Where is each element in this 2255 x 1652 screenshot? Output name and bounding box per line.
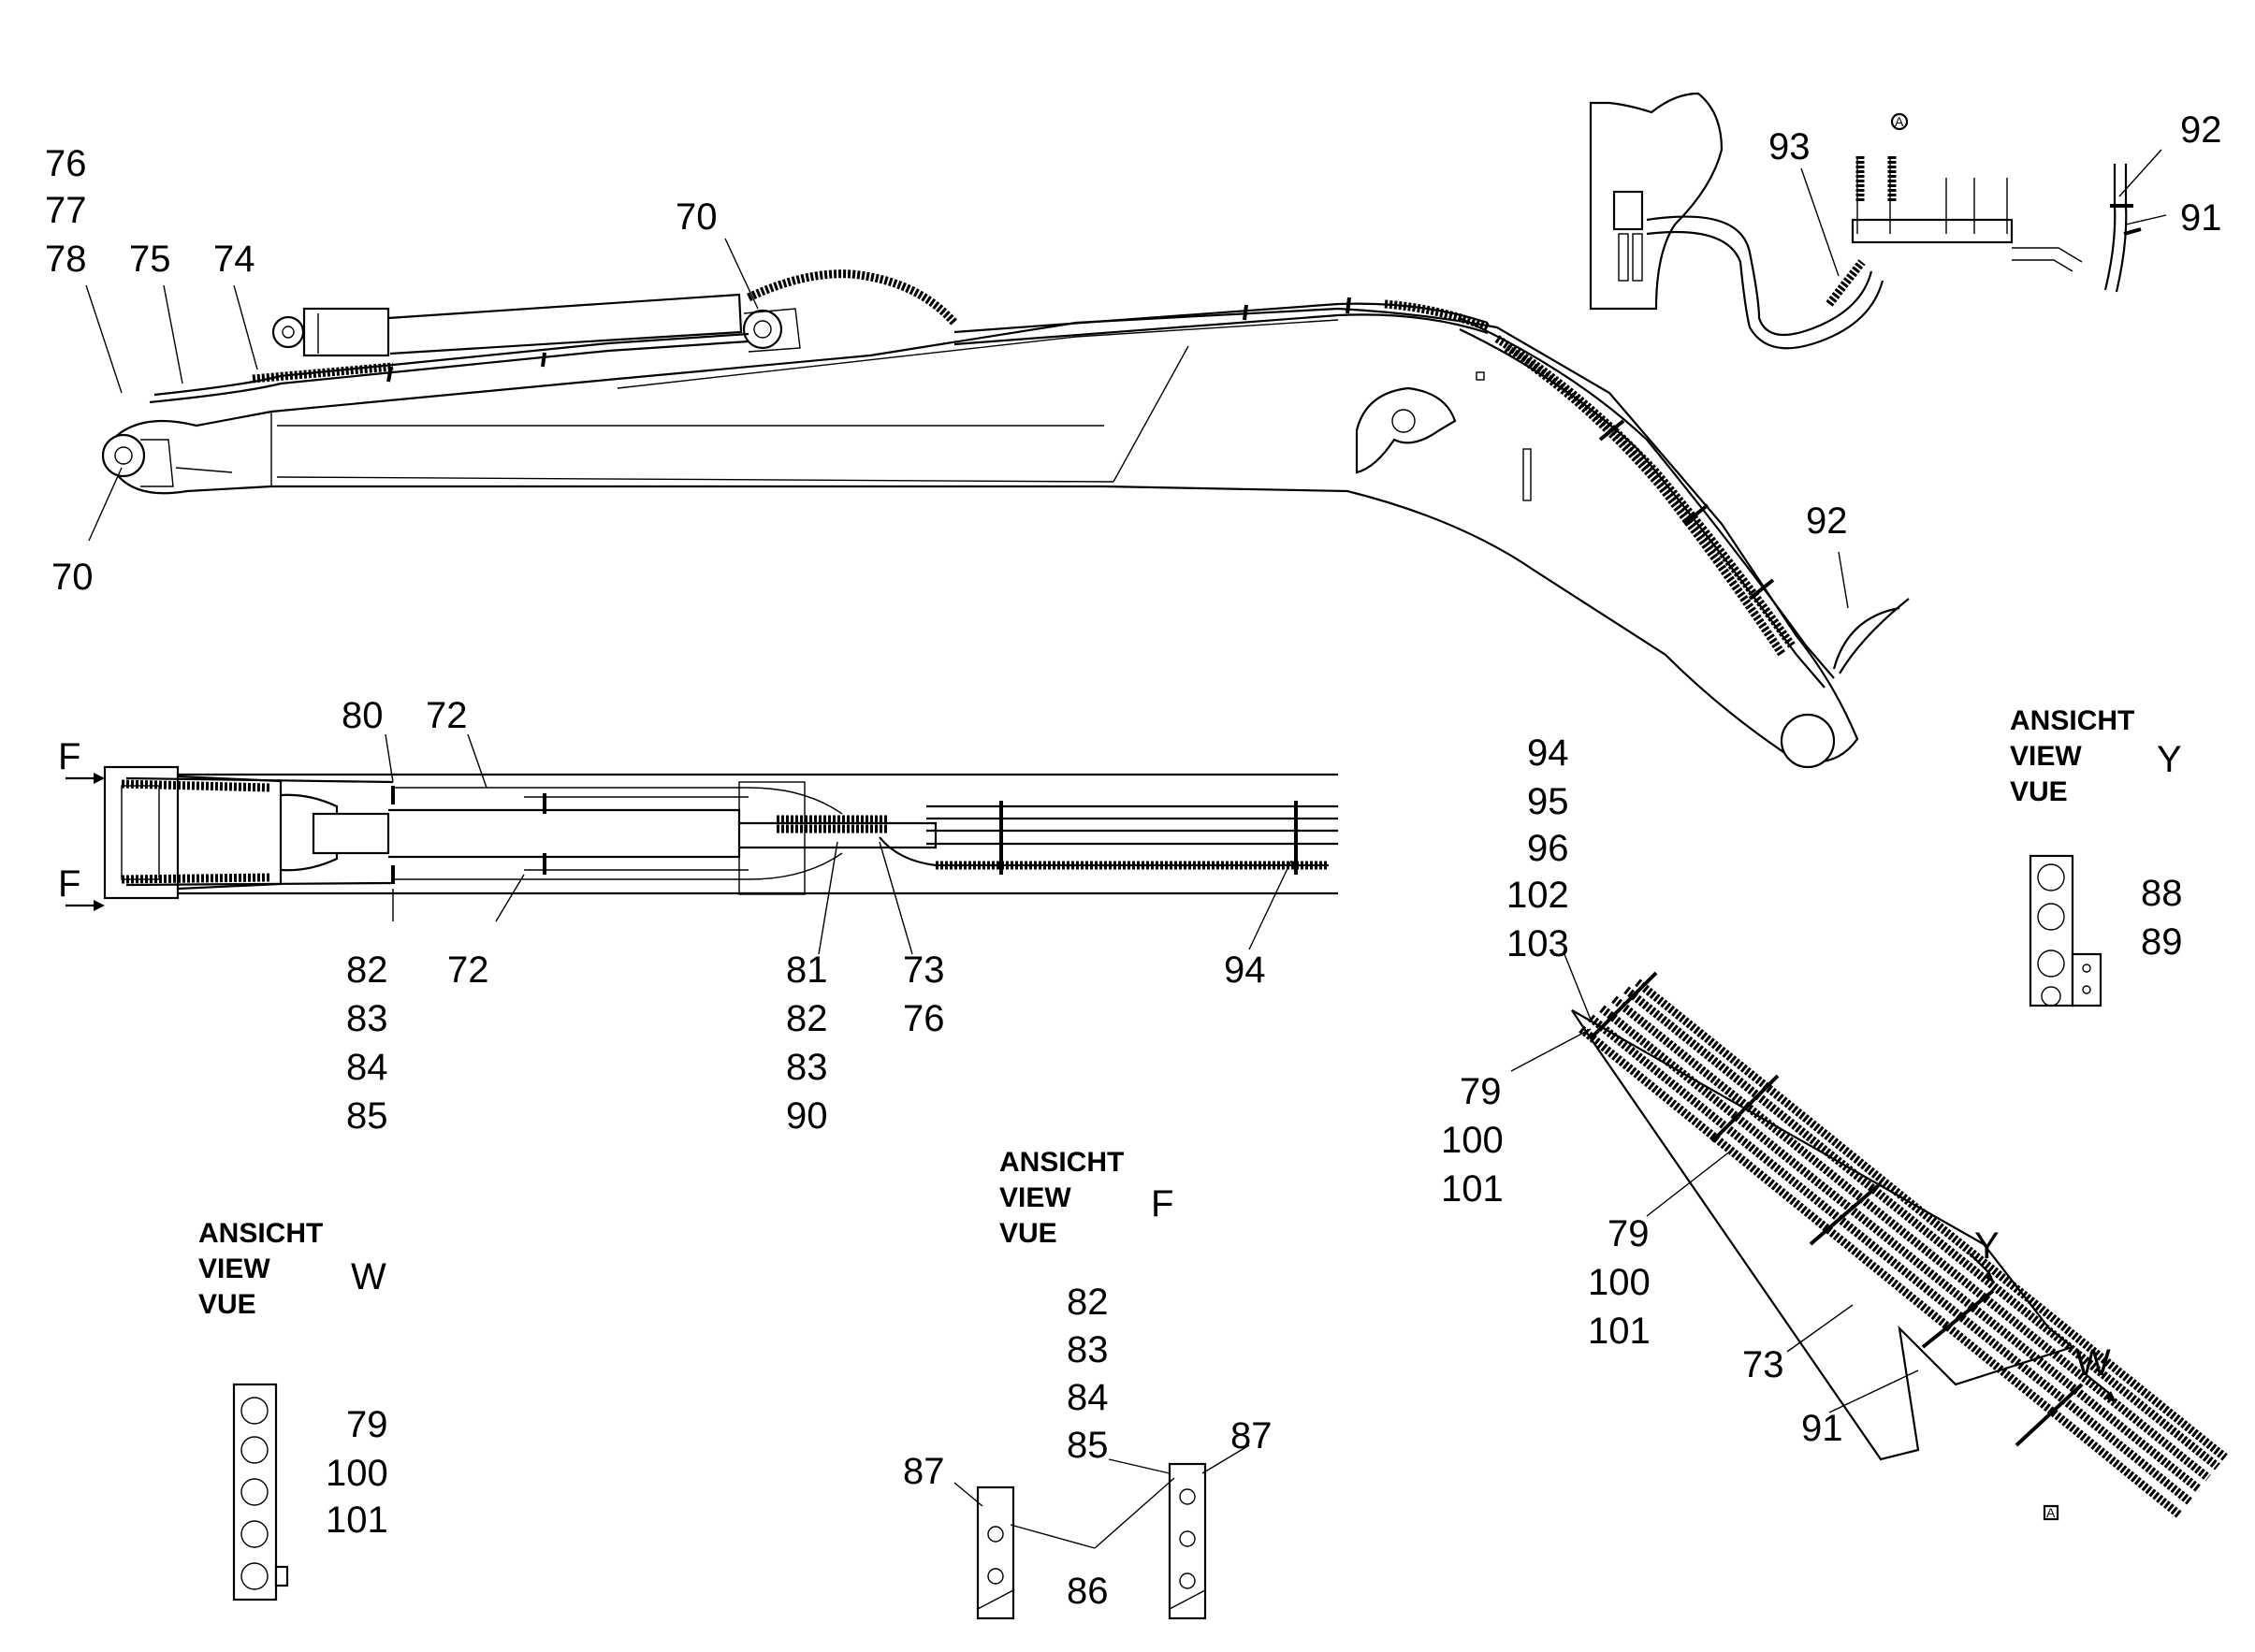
label-70-top: 70 — [676, 196, 718, 238]
boom-end-pin — [101, 433, 146, 478]
label-72-top: 72 — [426, 695, 468, 736]
arm-cylinder-head — [302, 307, 390, 357]
label-101-d2: 101 — [1588, 1311, 1651, 1352]
label-f-bottom: F — [58, 863, 80, 905]
label-95: 95 — [1527, 781, 1569, 822]
label-92-side: 92 — [1806, 500, 1848, 542]
label-76-plan: 76 — [903, 998, 945, 1039]
label-79-w: 79 — [346, 1404, 388, 1445]
boom-plan-view — [65, 765, 1338, 911]
label-80: 80 — [342, 695, 384, 736]
label-78: 78 — [45, 239, 87, 280]
label-87-right: 87 — [1230, 1415, 1273, 1456]
label-82-left: 82 — [346, 949, 388, 991]
label-101-w: 101 — [326, 1500, 388, 1541]
label-w-marker: W — [2075, 1342, 2111, 1384]
view-f-view: VIEW — [999, 1182, 1071, 1213]
boom-foot-pin — [1780, 713, 1836, 769]
view-f-detail — [976, 1462, 1207, 1620]
label-89: 89 — [2141, 921, 2183, 963]
view-w-vue: VUE — [198, 1289, 256, 1320]
callout-labels: 76 77 78 75 74 70 70 92 93 92 91 F F 80 … — [45, 109, 2222, 1612]
inset-manifold — [1851, 218, 2014, 244]
view-y-ansicht: ANSICHT — [2010, 705, 2134, 736]
view-w-view: VIEW — [198, 1253, 270, 1284]
label-73-detail: 73 — [1742, 1344, 1784, 1385]
view-y-letter: Y — [2157, 739, 2182, 780]
label-72-bottom: 72 — [447, 949, 489, 991]
label-81: 81 — [786, 949, 828, 991]
label-76: 76 — [45, 143, 87, 184]
hose-bundle-detail: A — [1571, 971, 2228, 1521]
boom-side-bracket — [1355, 386, 1457, 474]
view-w-letter: W — [351, 1256, 386, 1297]
label-92-inset: 92 — [2180, 109, 2222, 151]
label-88: 88 — [2141, 873, 2183, 914]
plan-cylinder-head — [312, 812, 390, 855]
label-83-left: 83 — [346, 998, 388, 1039]
boom-outline — [110, 307, 1859, 763]
label-94-plan: 94 — [1224, 949, 1266, 991]
label-96: 96 — [1527, 828, 1569, 869]
label-82-f: 82 — [1067, 1282, 1109, 1323]
label-91-inset: 91 — [2180, 197, 2222, 239]
view-w-ansicht: ANSICHT — [198, 1218, 323, 1249]
view-y-detail — [2029, 854, 2102, 1007]
label-f-top: F — [58, 736, 80, 777]
label-91-detail: 91 — [1801, 1408, 1843, 1449]
label-73-plan: 73 — [903, 949, 945, 991]
label-83-f: 83 — [1067, 1329, 1109, 1370]
label-74: 74 — [213, 239, 255, 280]
cylinder-foot-pin — [742, 309, 783, 350]
view-w-detail — [232, 1383, 289, 1601]
label-100-w: 100 — [326, 1453, 388, 1494]
label-101-d1: 101 — [1441, 1168, 1504, 1210]
label-87-left: 87 — [903, 1451, 945, 1492]
inset-detail-a: A — [1589, 92, 2142, 350]
label-70-bottom: 70 — [51, 557, 94, 598]
label-84-left: 84 — [346, 1047, 388, 1088]
label-75: 75 — [129, 239, 171, 280]
label-90: 90 — [786, 1095, 828, 1137]
view-f-letter: F — [1151, 1183, 1173, 1225]
label-94-detail: 94 — [1527, 732, 1569, 774]
label-93: 93 — [1768, 126, 1811, 167]
label-83-mid: 83 — [786, 1047, 828, 1088]
label-103: 103 — [1506, 923, 1569, 964]
label-y-marker: Y — [1974, 1225, 2000, 1267]
view-f-vue: VUE — [999, 1218, 1057, 1249]
view-f-ansicht: ANSICHT — [999, 1147, 1124, 1178]
inset-detail-mark: A — [1895, 114, 1904, 129]
label-86: 86 — [1067, 1571, 1109, 1612]
label-100-d1: 100 — [1441, 1120, 1504, 1161]
detail-a-mark: A — [2046, 1505, 2056, 1520]
label-82-mid: 82 — [786, 998, 828, 1039]
leader-lines — [85, 149, 2167, 1549]
label-77: 77 — [45, 190, 87, 231]
label-85-f: 85 — [1067, 1425, 1109, 1466]
label-100-d2: 100 — [1588, 1262, 1651, 1303]
label-102: 102 — [1506, 875, 1569, 916]
label-79-d1: 79 — [1460, 1071, 1502, 1112]
boom-side-view — [101, 269, 1910, 769]
view-y-vue: VUE — [2010, 776, 2068, 807]
view-y-view: VIEW — [2010, 741, 2082, 772]
label-84-f: 84 — [1067, 1377, 1109, 1418]
label-85-left: 85 — [346, 1095, 388, 1137]
label-79-d2: 79 — [1608, 1213, 1650, 1254]
cylinder-pin — [271, 315, 305, 349]
